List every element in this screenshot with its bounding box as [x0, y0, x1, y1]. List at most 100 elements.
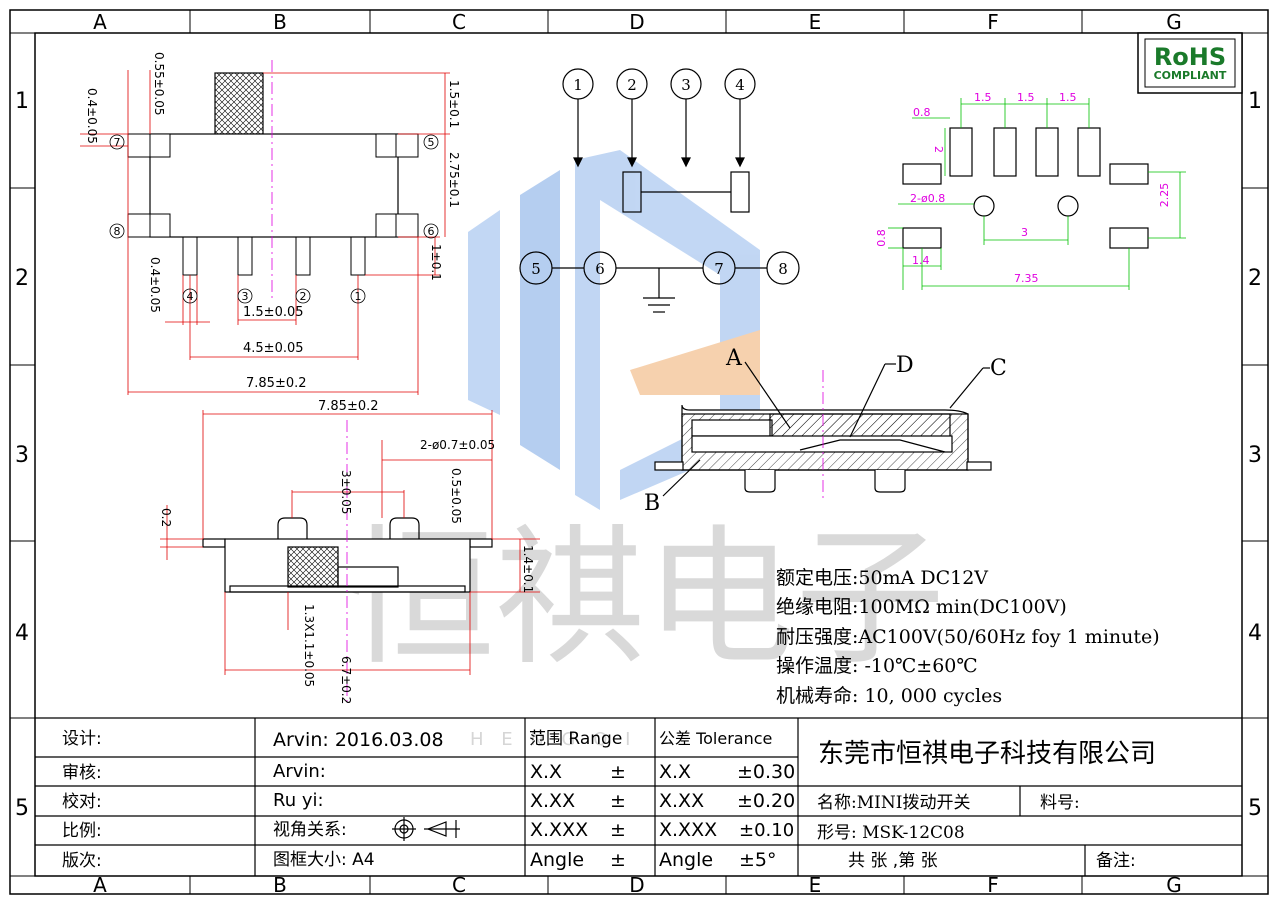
top-view-dimensions [80, 70, 450, 395]
section-label-a: A [725, 346, 743, 371]
tb-check-label: 校对: [62, 792, 102, 812]
pin-label-2: 2 [300, 290, 307, 303]
spec-rated: 额定电压:50mA DC12V [776, 567, 988, 589]
rohs-subtitle: COMPLIANT [1154, 69, 1227, 82]
dim-2-75: 2.75±0.1 [447, 152, 461, 208]
watermark-latin: H E N G Q I [470, 729, 636, 750]
row-label-3: 3 [15, 443, 29, 468]
tb-part-name: 名称:MINI拨动开关 [817, 793, 970, 813]
col-label-b: B [273, 10, 287, 34]
pin-label-3: 3 [242, 290, 249, 303]
sch-pin-3: 3 [681, 76, 691, 94]
pin-label-6: 6 [428, 225, 435, 238]
pin-label-5: 5 [428, 136, 435, 149]
section-label-c: C [990, 356, 1007, 381]
pcb-dim-2: 2 [932, 146, 945, 153]
row-label-1-right: 1 [1248, 89, 1262, 114]
tb-tol-xxxx: X.XXX [659, 819, 717, 841]
spec-insulation: 绝缘电阻:100MΩ min(DC100V) [776, 596, 1067, 618]
dim-7-85: 7.85±0.2 [246, 376, 307, 391]
tb-checker: Ru yi: [273, 790, 324, 811]
col-label-d: D [629, 10, 644, 34]
pin-label-4: 4 [187, 290, 194, 303]
tb-tol-xx: X.X [659, 761, 691, 783]
section-labels: A B C D [644, 346, 1007, 516]
pcb-dim-0-8-top: 0.8 [913, 106, 931, 119]
sch-pin-7: 7 [714, 260, 724, 278]
spec-list: 额定电压:50mA DC12V 绝缘电阻:100MΩ min(DC100V) 耐… [776, 567, 1160, 707]
dim-0-5: 0.5±0.05 [449, 468, 463, 524]
tb-reviewer: Arvin: [273, 761, 326, 782]
tb-tol-angle: Angle [659, 849, 713, 871]
tb-sheets: 共 张 ,第 张 [848, 851, 938, 871]
dim-1-5-pitch: 1.5±0.05 [243, 305, 304, 320]
section-view [654, 361, 992, 500]
frame-row-labels: 1 2 3 4 5 1 2 3 4 5 [15, 89, 1262, 821]
row-label-3-right: 3 [1248, 443, 1262, 468]
col-label-f-bottom: F [987, 873, 999, 897]
tb-projection: 视角关系: [273, 820, 347, 840]
col-label-e: E [809, 10, 822, 34]
side-view-dim-text: 7.85±0.2 2-ø0.7±0.05 3±0.05 0.5±0.05 0.2… [159, 399, 535, 704]
tb-range-xx-pm: ± [610, 761, 626, 783]
top-view [127, 60, 419, 300]
pcb-dim-7-35: 7.35 [1014, 272, 1039, 285]
spec-temperature: 操作温度: -10℃±60℃ [776, 655, 978, 677]
dim-4-5: 4.5±0.05 [243, 341, 304, 356]
sch-pin-5: 5 [531, 260, 541, 278]
tb-range-xxx: X.XX [530, 790, 575, 812]
tb-tol-xxx: X.XX [659, 790, 704, 812]
tb-range-angle-pm: ± [610, 849, 626, 871]
dim-0-2: 0.2 [159, 508, 173, 527]
tb-tolerance-header: 公差 Tolerance [659, 729, 772, 748]
sch-pin-4: 4 [735, 76, 745, 94]
spec-life: 机械寿命: 10, 000 cycles [776, 685, 1002, 707]
tb-tol-xxx-val: ±0.20 [737, 790, 795, 812]
pcb-dim-1-5-b: 1.5 [1017, 91, 1035, 104]
dim-3: 3±0.05 [339, 470, 353, 514]
sch-pin-6: 6 [595, 260, 605, 278]
rohs-title: RoHS [1154, 43, 1226, 71]
rohs-badge: RoHS COMPLIANT [1137, 32, 1243, 94]
side-view-dimensions [160, 410, 540, 675]
tb-design-label: 设计: [62, 729, 102, 749]
col-label-b-bottom: B [273, 873, 287, 897]
col-label-e-bottom: E [809, 873, 822, 897]
watermark-logo [468, 150, 760, 510]
frame-column-labels: A B C D E F G A B C D E F G [93, 10, 1182, 897]
row-label-4: 4 [15, 621, 29, 646]
dim-0-4-pin: 0.4±0.05 [148, 257, 162, 313]
schematic [519, 68, 800, 313]
row-label-2: 2 [15, 266, 29, 291]
row-label-2-right: 2 [1248, 266, 1262, 291]
col-label-c-bottom: C [452, 873, 466, 897]
tb-tol-xxxx-val: ±0.10 [739, 820, 794, 841]
sch-pin-1: 1 [573, 76, 583, 94]
dim-1-5: 1.5±0.1 [447, 80, 461, 128]
pin-label-1: 1 [355, 290, 362, 303]
side-view [202, 420, 493, 705]
col-label-g-bottom: G [1166, 873, 1182, 897]
tb-designer: Arvin: 2016.03.08 [273, 729, 444, 751]
dim-hole: 2-ø0.7±0.05 [420, 438, 495, 452]
section-label-b: B [644, 491, 660, 516]
tb-range-xxxx-pm: ± [610, 819, 626, 841]
tb-version-label: 版次: [62, 851, 102, 871]
schematic-labels: 1 2 3 4 5 6 7 8 [531, 76, 788, 278]
pin-label-8: 8 [114, 225, 121, 238]
drawing-frame [9, 9, 1269, 895]
row-label-5: 5 [15, 796, 29, 821]
pcb-dim-1-4: 1.4 [912, 254, 930, 267]
pcb-dim-3: 3 [1021, 226, 1028, 239]
tb-review-label: 审核: [62, 763, 102, 783]
tb-range-header: 范围 Range [529, 729, 622, 749]
sch-pin-2: 2 [627, 76, 637, 94]
tb-range-xxx-pm: ± [610, 790, 626, 812]
tb-frame-size: 图框大小: A4 [273, 850, 375, 870]
tb-scale-label: 比例: [62, 821, 102, 841]
tb-range-angle: Angle [530, 849, 584, 871]
dim-0-55: 0.55±0.05 [152, 52, 166, 116]
pcb-dim-text: 0.8 1.5 1.5 1.5 2 2-ø0.8 2.25 0.8 3 1.4 … [875, 91, 1171, 285]
tb-remark: 备注: [1096, 851, 1136, 871]
